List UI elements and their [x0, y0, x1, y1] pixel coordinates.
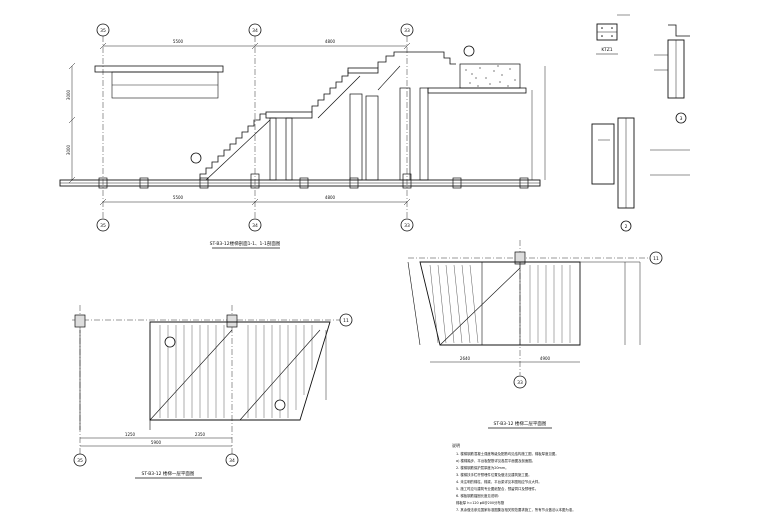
plan-left-title: ST-B3-12 楼梯一层平面图 [142, 470, 195, 477]
section-marker-2 [190, 152, 202, 164]
plan-left-dim-2: 2350 [195, 432, 206, 437]
plan-right-dim-1: 2640 [460, 356, 471, 361]
plan-left: 1250 2350 5900 11 35 34 [72, 305, 353, 467]
note-line-4: 3. 楼梯扶手栏杆预埋件位置及做法见建筑施工图。 [456, 472, 532, 477]
dim-bottom-left: 5500 [173, 195, 184, 200]
detail-node-1: 3 [654, 24, 690, 124]
detail-2-number: 2 [625, 224, 628, 230]
axis-33-top: 33 [404, 28, 410, 34]
note-line-7: 6. 梯板钢筋锚固长度见说明： [456, 493, 501, 498]
axis-bubbles-top: 35 34 33 35 34 33 [96, 23, 414, 232]
plan-right-dim-2: 4900 [540, 356, 551, 361]
plan-right-title: ST-B3-12 楼梯二层平面图 [494, 420, 547, 427]
note-line-6: 5. 施工时应与建筑专业图纸配合，预留洞口及预埋件。 [456, 486, 538, 491]
notes-heading: 说明 [452, 442, 460, 448]
axis-11-left-plan: 11 [343, 318, 349, 324]
plan-left-hatch [159, 325, 313, 418]
axis-34-bottom: 34 [252, 223, 258, 229]
detail-label-ktz1: KTZ1 [601, 47, 612, 53]
section-marker-1 [463, 45, 475, 57]
axis-11-right-plan: 11 [653, 256, 659, 262]
dim-bottom-right: 4800 [325, 195, 336, 200]
note-line-2: a) 楼梯踏步、平台板配筋详见各层平面图及剖面图。 [456, 458, 535, 463]
note-line-5: 4. 未注明的梯柱、梯梁、平台梁详见本图相应节点大样。 [456, 479, 542, 484]
note-line-9: 7. 其余做法参见国家标准图集及相关规范要求施工，所有节点做法以本图为准。 [456, 507, 576, 512]
note-line-1: 1. 楼梯钢筋混凝土强度等级及配筋均见结构施工图，梯板厚度见图。 [456, 451, 559, 456]
dim-top-right: 4800 [325, 39, 336, 44]
dim-top-left: 5500 [173, 39, 184, 44]
plan-right-hatch [429, 264, 571, 344]
detail-1-number: 3 [680, 116, 683, 122]
stair-elevation: 5500 4800 5500 4800 3000 3000 [59, 36, 546, 220]
dim-left-lower: 3000 [66, 144, 71, 155]
axis-33-plan: 33 [517, 380, 523, 386]
axis-34-plan: 34 [229, 458, 235, 464]
elevation-title: ST-B3-12楼梯剖面1-1、1-1剖面图 [210, 240, 281, 247]
plan-right: 2640 4900 11 33 [407, 240, 663, 389]
axis-33-bottom: 33 [404, 223, 410, 229]
dim-left-upper: 3000 [66, 89, 71, 100]
detail-node-2: 2 [591, 117, 690, 232]
axis-35-bottom: 35 [100, 223, 106, 229]
general-notes: 说明 1. 楼梯钢筋混凝土强度等级及配筋均见结构施工图，梯板厚度见图。 a) 楼… [452, 442, 576, 512]
axis-34-top: 34 [252, 28, 258, 34]
axis-35-top: 35 [100, 28, 106, 34]
plan-left-dim-1: 1250 [125, 432, 136, 437]
note-line-3: 2. 楼梯钢筋保护层厚度为20mm。 [456, 465, 509, 470]
note-line-8: 梯板厚 h=120 φ8@200分布筋 [456, 500, 505, 505]
plan-left-dim-3: 5900 [151, 440, 162, 445]
detail-column-section: KTZ1 [596, 14, 630, 55]
axis-35-plan: 35 [77, 458, 83, 464]
